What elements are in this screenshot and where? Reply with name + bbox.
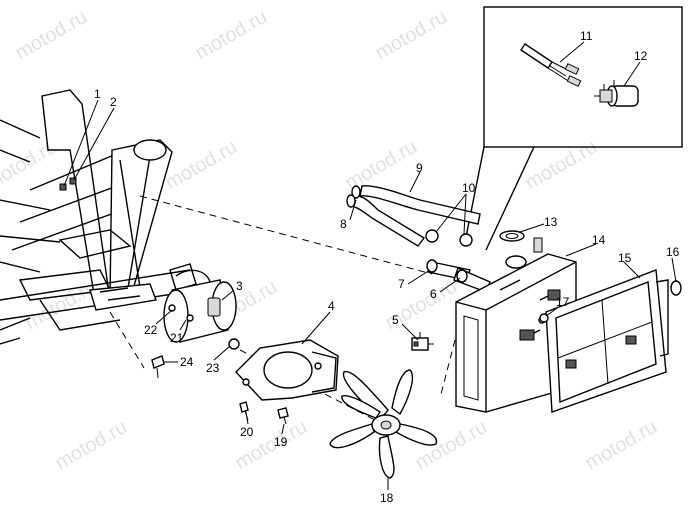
callout-16: 16 xyxy=(666,245,680,259)
callout-22: 22 xyxy=(144,323,158,337)
watermark-text: motod.ru xyxy=(192,6,271,65)
callout-6: 6 xyxy=(430,287,437,301)
watermark-text: motod.ru xyxy=(582,416,661,475)
callout-20: 20 xyxy=(240,425,254,439)
fan-motor-part xyxy=(163,269,240,350)
callout-18: 18 xyxy=(380,491,394,505)
callout-2: 2 xyxy=(110,95,117,109)
bolt-2-marker xyxy=(69,177,77,185)
callout-12: 12 xyxy=(634,49,648,63)
callout-3: 3 xyxy=(236,279,243,293)
radiator-part xyxy=(455,237,577,413)
callout-5: 5 xyxy=(392,313,399,327)
callout-10: 10 xyxy=(462,181,476,195)
bolts-group xyxy=(151,355,289,425)
callout-1: 1 xyxy=(94,87,101,101)
callout-24: 24 xyxy=(180,355,194,369)
watermark-text: motod.ru xyxy=(12,6,91,65)
radiator-cap-part xyxy=(499,230,525,242)
radiator-screen-part xyxy=(545,269,669,413)
watermark-text: motod.ru xyxy=(162,136,241,195)
watermark-text: motod.ru xyxy=(372,6,451,65)
callout-9: 9 xyxy=(416,161,423,175)
callout-21: 21 xyxy=(170,331,184,345)
callout-7: 7 xyxy=(398,277,405,291)
vehicle-frame xyxy=(0,89,201,345)
coolant-hoses xyxy=(346,185,491,293)
callout-17: 17 xyxy=(556,295,570,309)
inset-leader-right xyxy=(485,146,535,251)
leader-lines xyxy=(63,41,677,490)
dashed-line-radiator-bottom xyxy=(439,339,456,399)
temperature-sender-part xyxy=(594,80,639,107)
bolt-1-marker xyxy=(59,183,67,191)
callout-15: 15 xyxy=(618,251,632,265)
callout-23: 23 xyxy=(206,361,220,375)
callout-4: 4 xyxy=(328,299,335,313)
callout-11: 11 xyxy=(580,29,593,43)
dashed-line-radiator xyxy=(139,195,433,275)
inset-detail-box xyxy=(464,6,683,251)
callout-8: 8 xyxy=(340,217,347,231)
callout-14: 14 xyxy=(592,233,606,247)
watermark-text: motod.ru xyxy=(522,136,601,195)
cooling-fan-part xyxy=(329,369,438,479)
callout-19: 19 xyxy=(274,435,288,449)
callout-labels: 1 2 3 4 5 6 7 8 9 10 11 12 13 14 15 16 1… xyxy=(94,29,680,505)
o-ring-part xyxy=(670,280,682,296)
watermark-text: motod.ru xyxy=(52,416,131,475)
sensor-part xyxy=(411,332,434,351)
callout-13: 13 xyxy=(544,215,558,229)
inset-leader-left xyxy=(464,146,485,243)
inset-frame xyxy=(483,6,683,148)
fan-bracket-part xyxy=(235,339,339,401)
watermark-text: motod.ru xyxy=(342,136,421,195)
watermark-text: motod.ru xyxy=(412,416,491,475)
dashed-line-bolt xyxy=(109,311,145,369)
wire-harness-part xyxy=(520,43,582,87)
